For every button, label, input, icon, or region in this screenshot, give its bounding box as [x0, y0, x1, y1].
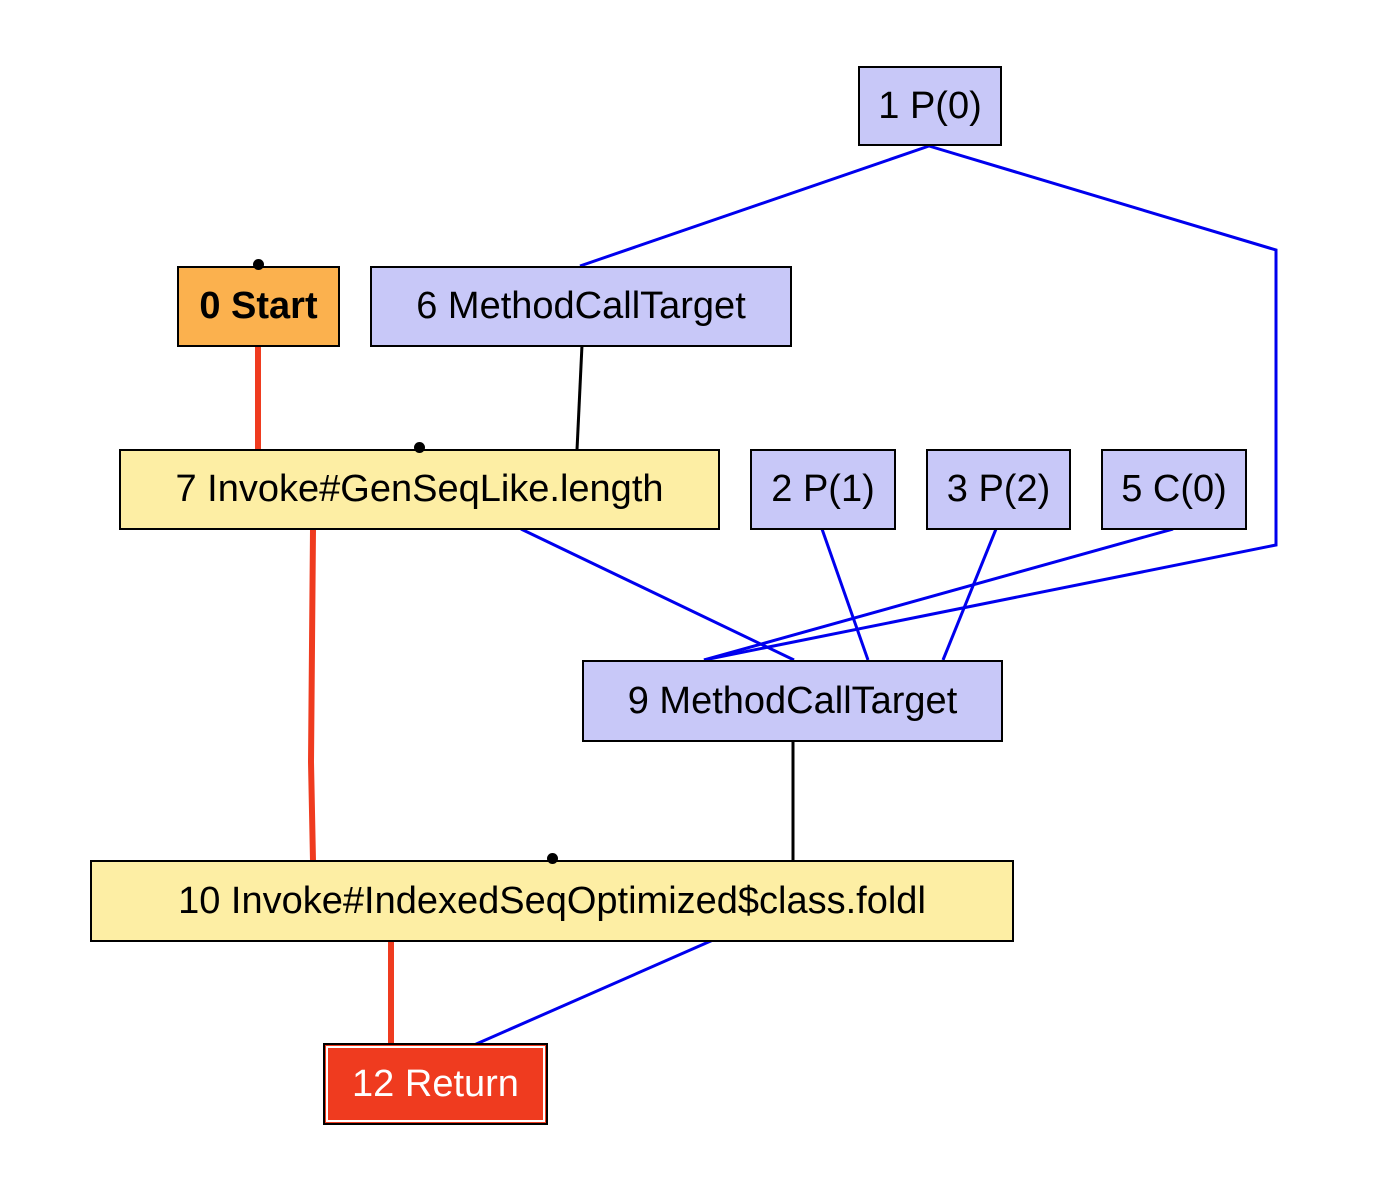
node-label: 10 Invoke#IndexedSeqOptimized$class.fold… — [178, 879, 926, 922]
port-dot-start — [253, 259, 264, 270]
node-return-12[interactable]: 12 Return — [323, 1043, 548, 1125]
control-edge-invoke7-to-invoke10 — [307, 528, 316, 862]
data-edge-p1-to-mct9 — [820, 528, 870, 661]
node-constant-0[interactable]: 5 C(0) — [1101, 449, 1247, 530]
node-param-1[interactable]: 2 P(1) — [750, 449, 896, 530]
node-label: 5 C(0) — [1121, 468, 1227, 510]
data-edge-p0-to-mct9 — [703, 144, 1278, 662]
node-label: 12 Return — [352, 1062, 519, 1105]
node-invoke-7[interactable]: 7 Invoke#GenSeqLike.length — [119, 449, 720, 530]
node-label: 9 MethodCallTarget — [627, 679, 958, 722]
data-edge-p0-to-mct6 — [579, 144, 930, 268]
node-label: 1 P(0) — [878, 84, 982, 127]
node-method-call-target-6[interactable]: 6 MethodCallTarget — [370, 266, 792, 347]
node-label: 6 MethodCallTarget — [416, 285, 746, 327]
node-invoke-10[interactable]: 10 Invoke#IndexedSeqOptimized$class.fold… — [90, 860, 1014, 942]
data-edge-invoke7-to-mct9 — [520, 527, 795, 662]
node-label: 3 P(2) — [946, 468, 1051, 510]
port-dot-invoke-10 — [547, 853, 558, 864]
data-edge-invoke10-to-return — [473, 938, 714, 1047]
node-start[interactable]: 0 Start — [177, 266, 340, 347]
node-method-call-target-9[interactable]: 9 MethodCallTarget — [582, 660, 1003, 742]
call-target-edge-mct6-to-invoke7 — [575, 344, 584, 451]
node-label: 0 Start — [199, 285, 318, 327]
data-edge-p2-to-mct9 — [941, 528, 998, 661]
node-param-2[interactable]: 3 P(2) — [926, 449, 1071, 530]
node-param-0[interactable]: 1 P(0) — [858, 66, 1002, 146]
data-edge-c0-to-mct9 — [703, 527, 1174, 662]
node-label: 2 P(1) — [771, 468, 875, 510]
port-dot-invoke-7 — [414, 442, 425, 453]
node-label: 7 Invoke#GenSeqLike.length — [175, 468, 664, 510]
